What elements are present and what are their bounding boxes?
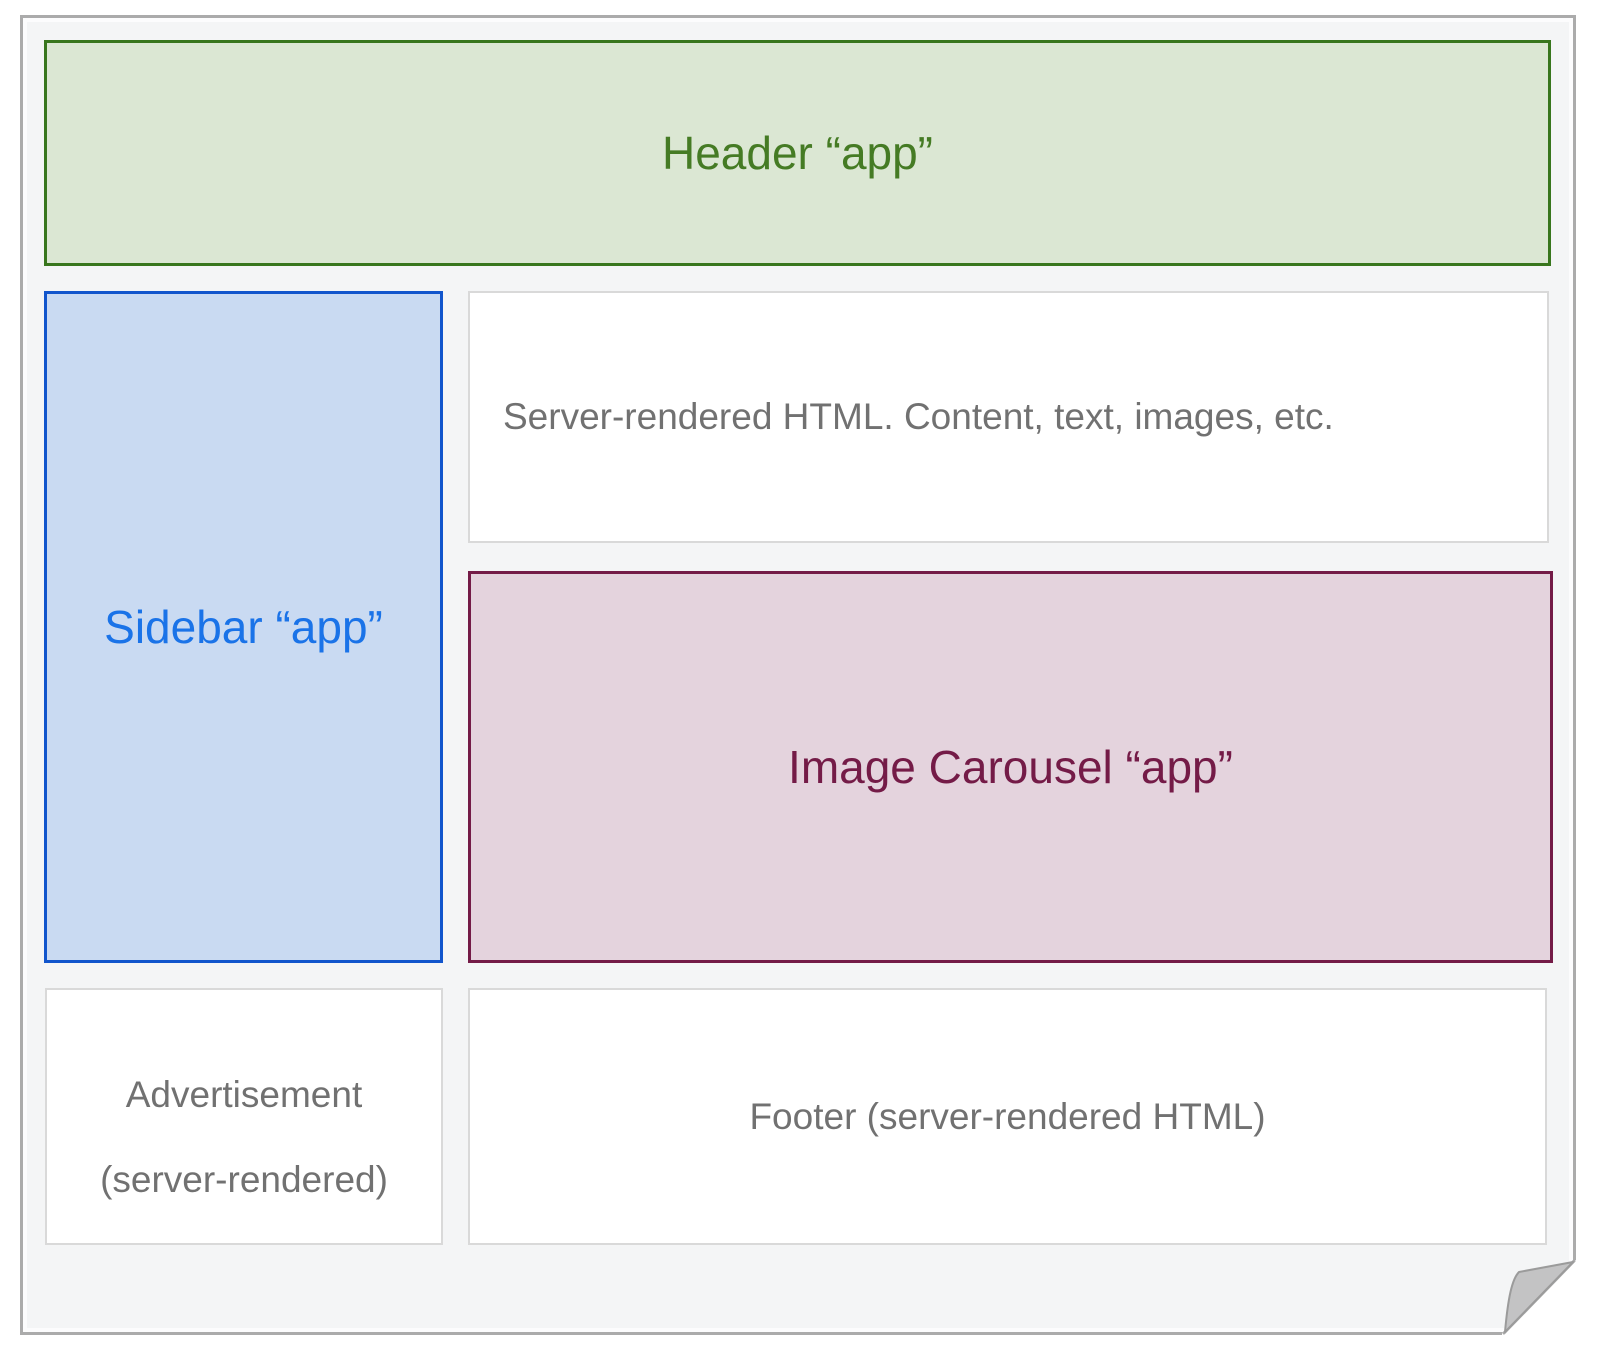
image-carousel-app-box: Image Carousel “app” (468, 571, 1553, 963)
advertisement-box: Advertisement (server-rendered) (45, 988, 443, 1245)
footer-box: Footer (server-rendered HTML) (468, 988, 1547, 1245)
server-rendered-content-label: Server-rendered HTML. Content, text, ima… (503, 396, 1334, 437)
footer-label: Footer (server-rendered HTML) (749, 1095, 1266, 1137)
page-sheet: Header “app” Sidebar “app” Server-render… (20, 15, 1576, 1335)
advertisement-label-line2: (server-rendered) (100, 1159, 388, 1201)
server-rendered-content-box: Server-rendered HTML. Content, text, ima… (468, 291, 1549, 543)
advertisement-label: Advertisement (server-rendered) (100, 1031, 388, 1201)
advertisement-label-line1: Advertisement (125, 1073, 363, 1115)
header-app-label: Header “app” (661, 127, 934, 179)
sidebar-app-box: Sidebar “app” (44, 291, 443, 963)
header-app-box: Header “app” (44, 40, 1551, 266)
image-carousel-app-label: Image Carousel “app” (788, 741, 1233, 793)
sidebar-app-label: Sidebar “app” (104, 601, 383, 653)
